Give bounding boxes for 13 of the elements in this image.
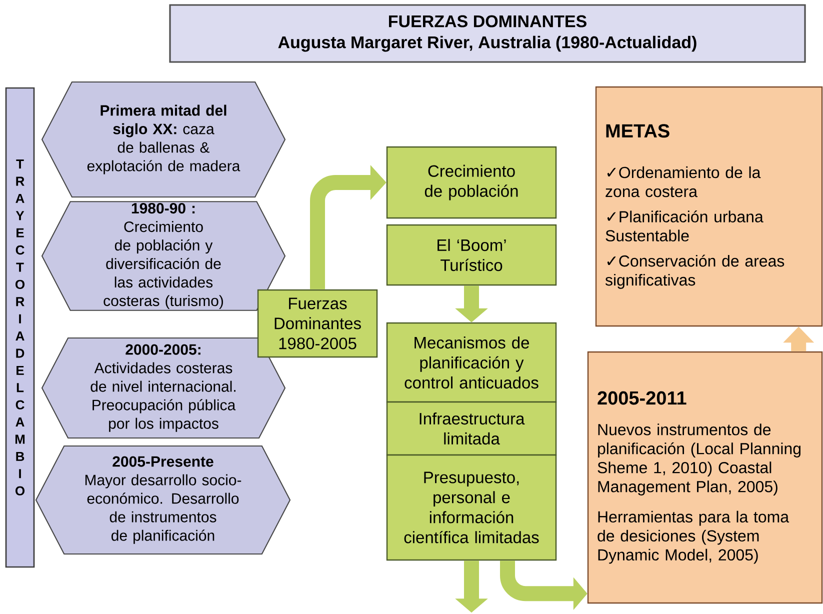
hexagon-box: 2005-Presente Mayor desarrollo socio-económico. Desarrollo de instrumentos de planificación — [35, 445, 291, 555]
hexagon-box: Primera mitad del siglo XX: caza de ballenas & explotación de madera — [41, 81, 286, 198]
vertical-banner: TRAYECTORIA DEL CAMBIO — [5, 87, 35, 568]
title-banner: FUERZAS DOMINANTES Augusta Margaret River, Australia (1980-Actualidad) — [169, 4, 806, 63]
process-box: Infraestructura limitada — [386, 401, 557, 456]
process-box: Crecimiento de población — [386, 146, 557, 219]
process-box: Fuerzas Dominantes 1980-2005 — [257, 289, 378, 358]
process-box: El ‘Boom’ Turístico — [386, 224, 557, 286]
process-box: Presupuesto, personal e información científica limitadas — [386, 454, 557, 561]
goal-box: METAS ✓Ordenamiento de la zona costera ✓Planificación urbana Sustentable ✓Conservación de areas significativas — [595, 86, 823, 327]
process-box: Mecanismos de planificación y control anticuados — [386, 322, 557, 403]
hexagon-box: 1980-90 : Crecimiento de población y diversificación de las actividades costeras (turismo) — [41, 201, 286, 311]
goal-box: 2005-2011 Nuevos instrumentos de planificación (Local Planning Sheme 1, 2010) Coastal Management Plan, 2005) Herramientas para la toma de desiciones (System Dynamic Model, 2005) — [587, 351, 823, 604]
